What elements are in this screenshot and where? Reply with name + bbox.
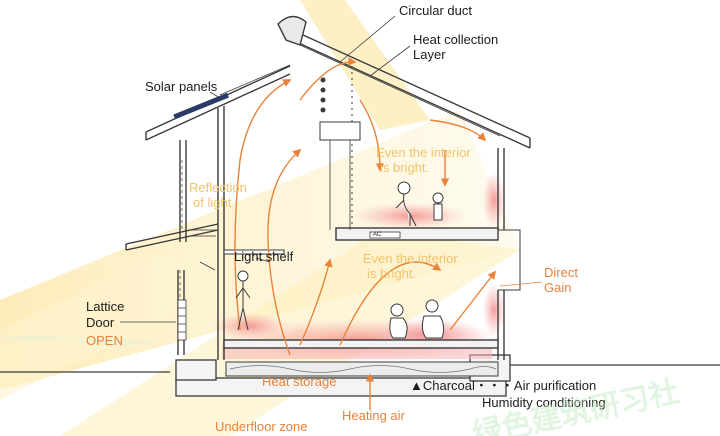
people bbox=[235, 181, 445, 339]
roof bbox=[145, 15, 531, 149]
ground-line bbox=[0, 364, 720, 373]
door-label: Door bbox=[86, 315, 115, 330]
humidity-label: Humidity conditioning bbox=[482, 395, 606, 410]
solar-panels-label: Solar panels bbox=[145, 79, 218, 94]
heat-flow-arrows bbox=[234, 57, 497, 410]
heat-storage-label: Heat storage bbox=[262, 374, 337, 389]
is-bright-lower-label: is bright. bbox=[367, 266, 417, 281]
reflection-label: Reflection bbox=[189, 180, 247, 195]
charcoal-label: ▲Charcoal・・・Air purification bbox=[410, 378, 597, 393]
light-shelf-shape bbox=[223, 249, 285, 255]
even-interior-lower-label: Even the interior bbox=[363, 251, 458, 266]
light-shelf-label: Light shelf bbox=[234, 249, 294, 264]
heat-collection-label: Heat collection bbox=[413, 32, 499, 47]
charcoal-bed bbox=[225, 361, 499, 377]
solar-panel-shape bbox=[173, 92, 229, 120]
partition bbox=[319, 60, 361, 230]
gain-label: Gain bbox=[544, 280, 572, 295]
heat-collection-layer-label: Layer bbox=[413, 47, 446, 62]
open-label: OPEN bbox=[86, 333, 123, 348]
lattice-door-shape bbox=[177, 299, 187, 341]
is-bright-upper-label: is bright. bbox=[380, 160, 430, 175]
lattice-label: Lattice bbox=[86, 299, 125, 314]
even-interior-upper-label: Even the interior bbox=[376, 145, 471, 160]
direct-gain-label: Direct bbox=[544, 265, 578, 280]
underfloor-zone-label: Underfloor zone bbox=[215, 419, 308, 434]
circular-duct-label: Circular duct bbox=[399, 3, 472, 18]
ac-unit-label: AC bbox=[373, 232, 382, 238]
pointer-lines bbox=[120, 15, 543, 323]
of-light-label: of light bbox=[193, 195, 232, 210]
walls bbox=[125, 106, 521, 360]
heating-air-label: Heating air bbox=[342, 408, 405, 423]
floors bbox=[223, 227, 499, 349]
